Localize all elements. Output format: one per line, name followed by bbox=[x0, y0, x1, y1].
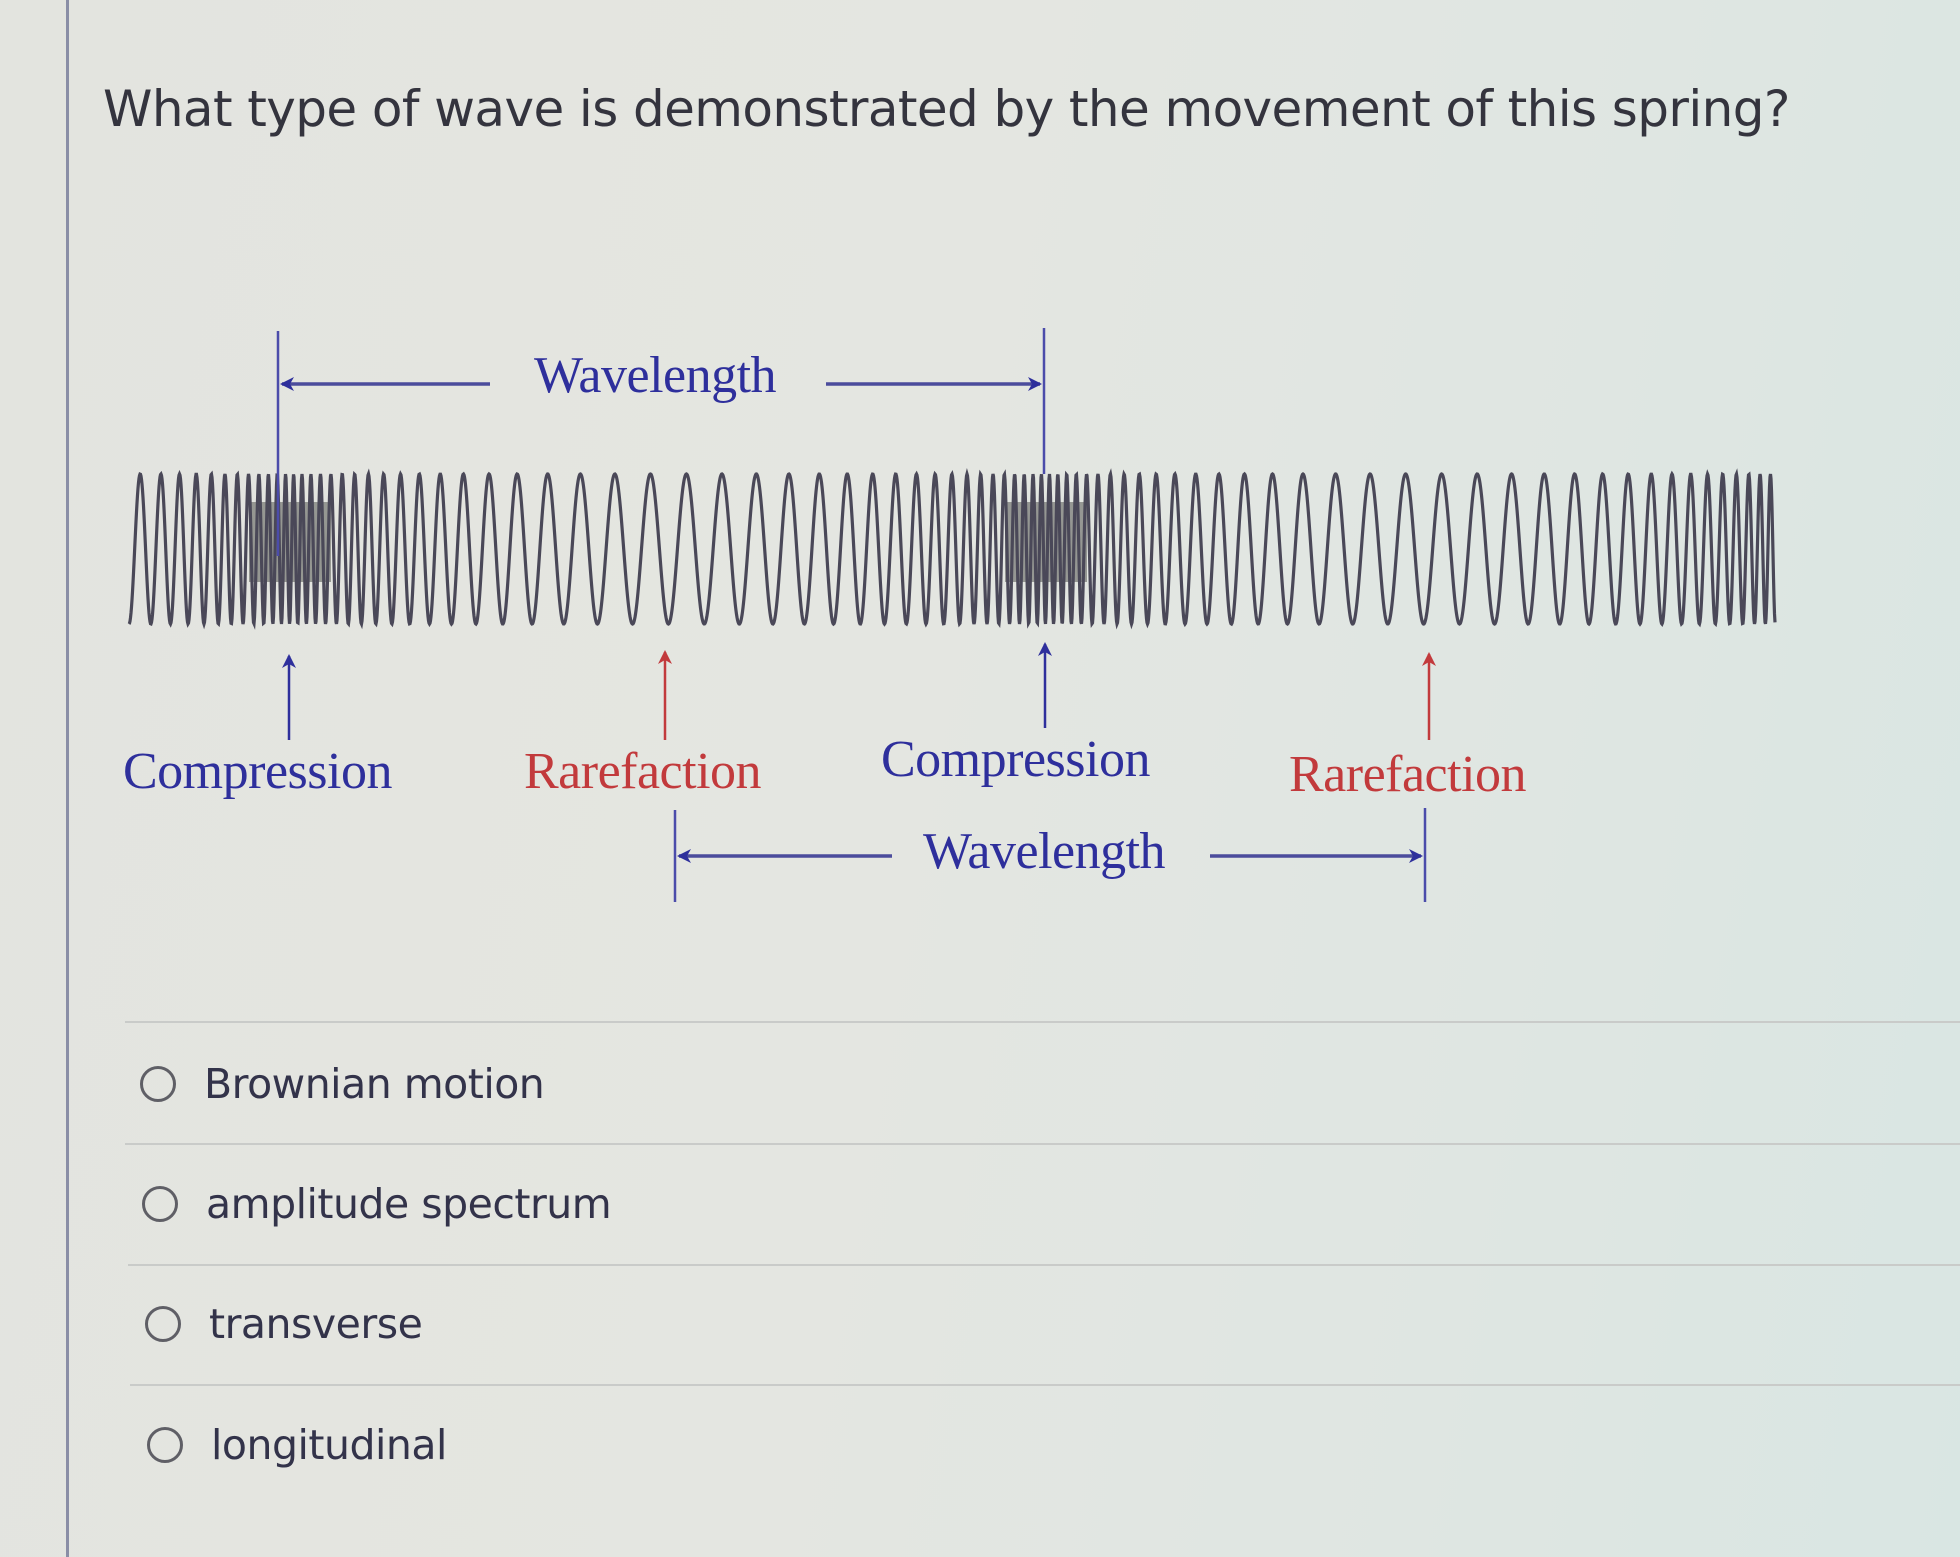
option-label: amplitude spectrum bbox=[206, 1180, 612, 1228]
option-brownian-motion[interactable]: Brownian motion bbox=[140, 1039, 1040, 1129]
rarefaction-label-1: Rarefaction bbox=[524, 743, 762, 800]
bottom-wavelength-dimension bbox=[673, 808, 1427, 902]
spring-diagram-graphic bbox=[127, 328, 1777, 902]
option-label: Brownian motion bbox=[204, 1060, 545, 1108]
option-divider bbox=[125, 1143, 1960, 1145]
radio-button-icon[interactable] bbox=[142, 1186, 178, 1222]
option-label: longitudinal bbox=[211, 1421, 447, 1469]
radio-button-icon[interactable] bbox=[145, 1306, 181, 1342]
option-longitudinal[interactable]: longitudinal bbox=[147, 1400, 1047, 1490]
marker-arrows bbox=[282, 642, 1436, 740]
radio-button-icon[interactable] bbox=[147, 1427, 183, 1463]
option-divider bbox=[125, 1021, 1960, 1023]
option-divider bbox=[128, 1264, 1960, 1266]
spring-coil bbox=[127, 468, 1777, 630]
top-wavelength-dimension bbox=[276, 328, 1046, 556]
question-title: What type of wave is demonstrated by the… bbox=[103, 80, 1790, 138]
compression-label-2: Compression bbox=[881, 731, 1150, 788]
spring-wave-diagram: Wavelength Wavelength Compression Rarefa… bbox=[123, 328, 1777, 902]
option-transverse[interactable]: transverse bbox=[145, 1279, 1045, 1369]
compression-label-1: Compression bbox=[123, 743, 392, 800]
radio-button-icon[interactable] bbox=[140, 1066, 176, 1102]
top-wavelength-label: Wavelength bbox=[534, 347, 777, 404]
bottom-wavelength-label: Wavelength bbox=[923, 823, 1166, 880]
option-amplitude-spectrum[interactable]: amplitude spectrum bbox=[142, 1159, 1042, 1249]
option-divider bbox=[130, 1384, 1960, 1386]
option-label: transverse bbox=[209, 1300, 423, 1348]
rarefaction-label-2: Rarefaction bbox=[1289, 746, 1527, 803]
compression-shading bbox=[249, 502, 1087, 582]
page-left-border bbox=[66, 0, 69, 1557]
